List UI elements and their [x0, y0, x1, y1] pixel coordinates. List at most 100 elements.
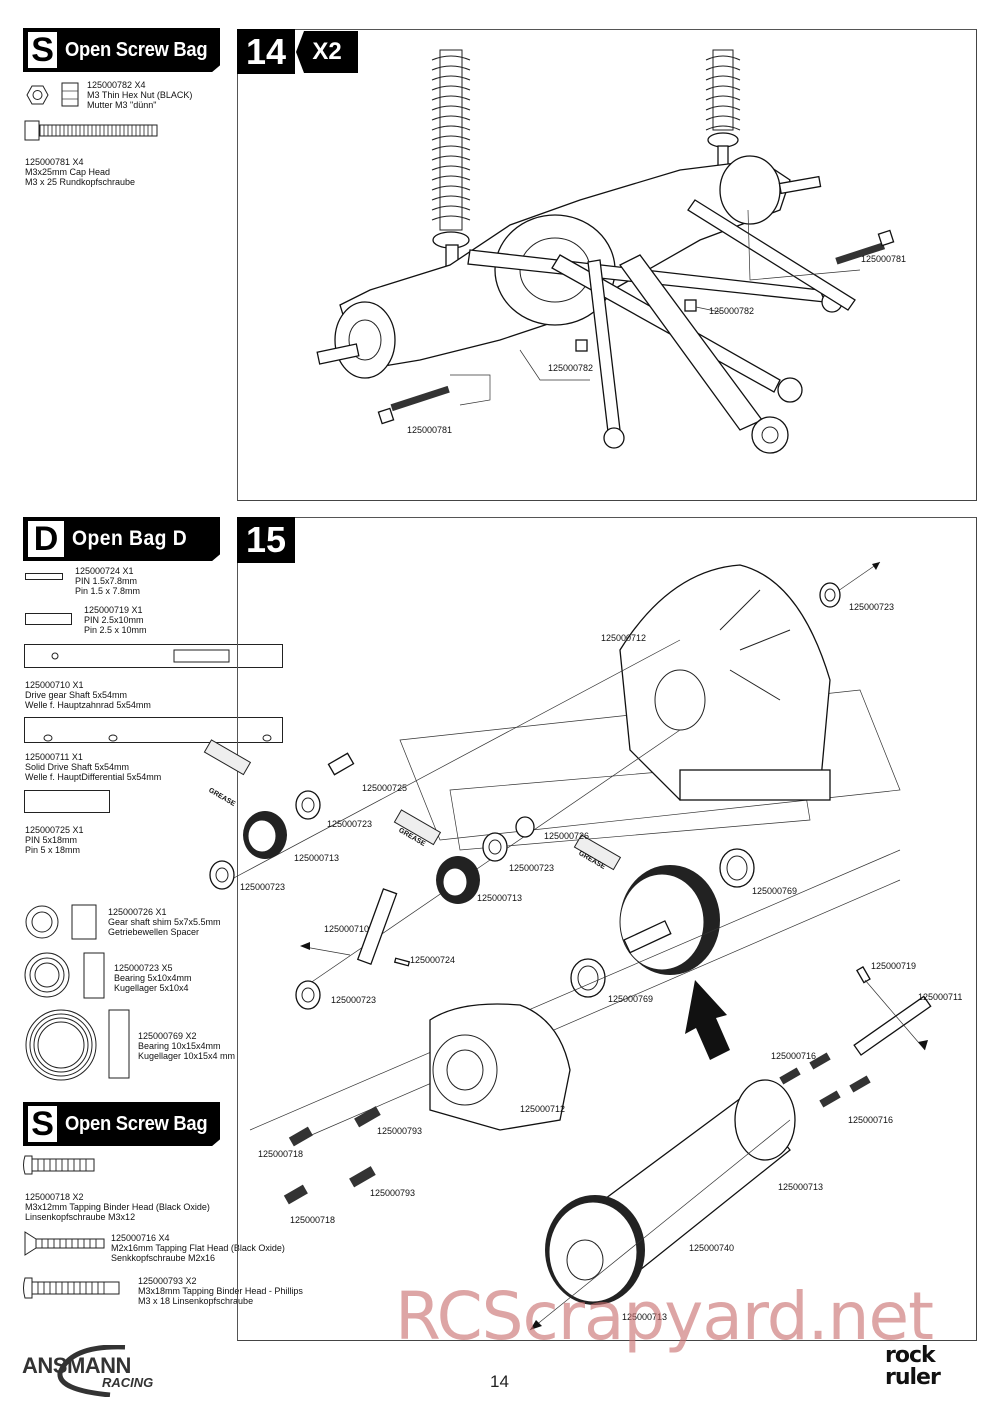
part-entry: 125000711 X1 Solid Drive Shaft 5x54mm We…: [25, 752, 161, 782]
bearing-125000769: [719, 848, 755, 888]
part-name-en: Bearing 10x15x4mm: [138, 1041, 221, 1051]
part-code: 125000718 X2: [25, 1192, 84, 1202]
drive-gear-shaft-icon: [24, 644, 283, 668]
part-name-en: Drive gear Shaft 5x54mm: [25, 690, 128, 700]
part-name-en: M3 Thin Hex Nut (BLACK): [87, 90, 193, 100]
hex-nut-icon: [26, 82, 79, 107]
step15-screw-bag-header: S Open Screw Bag: [23, 1102, 220, 1146]
cap-head-screw-icon: [24, 120, 158, 141]
callout-label: 125000711: [918, 992, 963, 1002]
callout-label: 125000723: [240, 882, 286, 892]
bag-title: Open Bag D: [72, 527, 188, 550]
brand-logo: ANSMANN RACING: [22, 1345, 212, 1397]
screw-125000718: [288, 1126, 313, 1147]
page-number: 14: [490, 1372, 509, 1391]
callout-label: 125000725: [362, 783, 408, 793]
part-name-de: Pin 5 x 18mm: [25, 845, 81, 855]
gearbox-assembly-drawing: [203, 561, 932, 1331]
shim-125000726: [515, 816, 535, 838]
pin-large-icon: [24, 790, 110, 813]
gear-125000713: [243, 811, 287, 859]
callout-label: 125000793: [377, 1126, 423, 1136]
model-logo-line1: rock: [885, 1343, 936, 1368]
callout-label: 125000716: [848, 1115, 894, 1125]
bag-title: Open Screw Bag: [65, 38, 208, 61]
callout-label: 125000781: [407, 425, 453, 435]
screw-125000793: [349, 1166, 376, 1188]
shock-spring-right: [705, 49, 741, 167]
bearing-125000723: [482, 832, 508, 862]
part-code: 125000769 X2: [138, 1031, 197, 1041]
part-name-de: Linsenkopfschraube M3x12: [25, 1212, 136, 1222]
bag-title: Open Screw Bag: [65, 1112, 208, 1135]
grease-tube-2: [393, 809, 442, 846]
bag-letter: S: [28, 1105, 58, 1143]
pin-125000724: [393, 957, 411, 967]
callout-label: 125000793: [370, 1188, 416, 1198]
callout-label: 125000718: [290, 1215, 336, 1225]
grease-tube-3: [573, 834, 622, 871]
screw-125000716: [779, 1067, 801, 1085]
bearing-125000723: [819, 582, 841, 608]
bag-letter: D: [28, 520, 64, 558]
callout-label: 125000723: [509, 863, 555, 873]
screw-125000781-left: [377, 385, 450, 425]
part-entry: 125000781 X4 M3x25mm Cap Head M3 x 25 Ru…: [25, 157, 135, 187]
flat-head-screw-icon: [24, 1231, 105, 1256]
callout-label: 125000713: [294, 853, 340, 863]
callout-label: 125000769: [752, 886, 798, 896]
part-code: 125000724 X1: [75, 566, 134, 576]
part-name-de: M3 x 25 Rundkopfschraube: [25, 177, 136, 187]
brand-swoosh-icon: [57, 1345, 126, 1397]
solid-drive-shaft-icon: [24, 717, 283, 743]
diff-gear: [619, 865, 720, 975]
part-entry: 125000716 X4 M2x16mm Tapping Flat Head (…: [111, 1233, 285, 1263]
callout-label: 125000710: [324, 924, 370, 934]
part-name-en: Bearing 5x10x4mm: [114, 973, 192, 983]
step15-bag-header: D Open Bag D: [23, 517, 220, 561]
part-code: 125000710 X1: [25, 680, 84, 690]
pin-125000725: [327, 752, 355, 776]
callout-label: 125000712: [520, 1104, 566, 1114]
pin-125000719: [856, 966, 871, 984]
axle-assembly-drawing: [316, 49, 895, 454]
part-code: 125000723 X5: [114, 963, 173, 973]
bearing-large-icon: [25, 1009, 130, 1081]
callout-label: 125000719: [871, 961, 917, 971]
bearing-125000723: [295, 980, 321, 1010]
callout-label: 125000712: [601, 633, 647, 643]
part-name-en: M3x12mm Tapping Binder Head (Black Oxide…: [25, 1202, 210, 1212]
part-entry: 125000793 X2 M3x18mm Tapping Binder Head…: [138, 1276, 303, 1306]
part-name-de: Welle f. Hauptzahnrad 5x54mm: [25, 700, 151, 710]
part-code: 125000719 X1: [84, 605, 143, 615]
step14-panel: [237, 29, 977, 501]
step14-number: 14: [237, 29, 295, 74]
callout-label: 125000781: [861, 254, 907, 264]
callout-label: 125000782: [709, 306, 755, 316]
bearing-125000723: [209, 860, 235, 890]
part-entry: 125000769 X2 Bearing 10x15x4mm Kugellage…: [138, 1031, 235, 1061]
gear-125000713: [436, 856, 480, 904]
watermark: RCScrapyard.net: [395, 1278, 934, 1355]
part-name-en: M3x25mm Cap Head: [25, 167, 111, 177]
part-entry: 125000723 X5 Bearing 5x10x4mm Kugellager…: [114, 963, 192, 993]
part-name-de: Welle f. HauptDifferential 5x54mm: [25, 772, 162, 782]
bag-letter: S: [28, 31, 58, 69]
model-logo-line2: ruler: [885, 1365, 941, 1390]
part-name-de: Kugellager 10x15x4 mm: [138, 1051, 236, 1061]
step14-quantity: X2: [296, 31, 358, 73]
screw-125000781-right: [835, 229, 895, 265]
direction-arrow-icon: [685, 980, 730, 1060]
callout-label: 125000769: [608, 994, 654, 1004]
part-name-de: Senkkopfschraube M2x16: [111, 1253, 216, 1263]
diff-case-125000740: [545, 1079, 796, 1305]
callout-label: 125000726: [544, 831, 590, 841]
brand-sub: RACING: [102, 1375, 154, 1390]
part-entry: 125000726 X1 Gear shaft shim 5x7x5.5mm G…: [108, 907, 221, 937]
callout-label: 125000713: [778, 1182, 824, 1192]
shock-spring-left: [431, 49, 471, 276]
part-code: 125000725 X1: [25, 825, 84, 835]
part-code: 125000726 X1: [108, 907, 167, 917]
part-name-en: PIN 2.5x10mm: [84, 615, 144, 625]
bearing-small-icon: [24, 952, 105, 999]
